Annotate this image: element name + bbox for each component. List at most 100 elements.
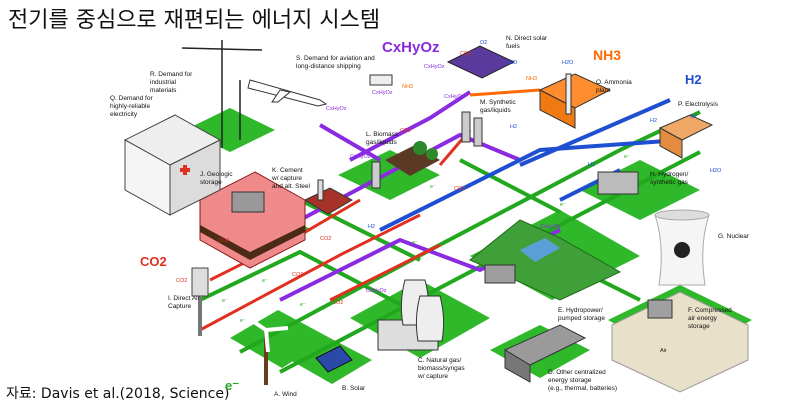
flow-label-e: e⁻ — [240, 318, 246, 324]
node-j-line-1: J. Geologic — [200, 171, 233, 178]
node-l-label: L. Biomass gas/liquids — [366, 131, 400, 146]
hydrogen-plant — [597, 171, 639, 195]
node-l-line-1: L. Biomass — [366, 131, 399, 138]
node-k-line-2: w/ capture — [271, 175, 302, 182]
hospital-building — [123, 114, 222, 216]
node-f-label: F. Compressed air energy storage — [688, 307, 734, 330]
direct-air-capture — [191, 267, 209, 336]
flow-label-h2: H2 — [650, 118, 657, 124]
flow-label-e: e⁻ — [624, 154, 630, 160]
biomass-plant — [371, 141, 440, 189]
node-c-line-2: biomass/syngas — [418, 365, 465, 372]
flow-label-co2: CO2 — [292, 272, 303, 278]
flow-label-h2o: H2O — [562, 60, 574, 66]
flow-label-e: e⁻ — [560, 202, 566, 208]
node-k-line-1: K. Cement — [272, 167, 303, 174]
node-g-label: G. Nuclear — [718, 233, 750, 240]
node-q-line-1: Q. Demand for — [110, 95, 153, 102]
airplane — [247, 79, 328, 107]
cxhyoz-carrier-label: CxHyOz — [382, 39, 440, 56]
flow-labels: CO2 CO2 CO2 CO2 CO2 CO2 CO2 CO2 CxHyOz C… — [176, 40, 722, 354]
node-h-line-1: H. Hydrogen/ — [650, 171, 688, 178]
flow-label-h2: H2 — [368, 224, 375, 230]
node-s-label: S. Demand for aviation and long-distance… — [296, 55, 377, 70]
node-s-line-1: S. Demand for aviation and — [296, 55, 375, 62]
node-r-line-3: materials — [150, 87, 177, 94]
flow-label-h2o: H2O — [506, 60, 518, 66]
nh3-carrier-label: NH3 — [593, 47, 621, 63]
flow-label-cxhyoz: CxHyOz — [350, 154, 371, 160]
h2-carrier-label: H2 — [685, 72, 702, 87]
node-j-label: J. Geologic storage — [200, 171, 234, 186]
hydropower-mountain — [469, 219, 622, 301]
node-k-label: K. Cement w/ capture and alt. Steel — [271, 167, 310, 190]
flow-label-o2: O2 — [480, 40, 487, 46]
node-d-line-2: energy storage — [548, 377, 592, 384]
flow-label-cxhyoz: CxHyOz — [444, 94, 465, 100]
compressed-air-storage — [611, 291, 749, 393]
flow-label-e: e⁻ — [412, 240, 418, 246]
solar-fuels-panel — [446, 45, 516, 79]
cement-plant — [303, 179, 354, 215]
node-o-line-2: plant — [596, 87, 610, 94]
page-title: 전기를 중심으로 재편되는 에너지 시스템 — [8, 8, 381, 33]
node-h-line-2: synthetic gas — [650, 179, 689, 186]
flow-label-co2: CO2 — [454, 186, 465, 192]
node-c-line-1: C. Natural gas/ — [418, 357, 462, 364]
flow-label-cxhyoz: CxHyOz — [326, 106, 347, 112]
node-r-label: R. Demand for industrial materials — [150, 71, 194, 94]
flow-label-e: e⁻ — [222, 298, 228, 304]
node-j-line-2: storage — [200, 179, 222, 186]
node-f-line-2: air energy — [688, 315, 718, 322]
natural-gas-plant — [377, 279, 445, 351]
node-f-line-1: F. Compressed — [688, 307, 732, 314]
node-k-line-3: and alt. Steel — [272, 183, 310, 190]
ammonia-lines — [469, 88, 541, 97]
node-labels: A. Wind B. Solar C. Natural gas/ biomass… — [110, 35, 750, 398]
node-n-label: N. Direct solar fuels — [506, 35, 549, 50]
node-m-label: M. Synthetic gas/liquids — [480, 99, 518, 114]
node-d-label: D. Other centralized energy storage (e.g… — [548, 369, 617, 392]
flow-label-e: e⁻ — [430, 184, 436, 190]
flow-label-o2: O2 — [690, 114, 697, 120]
flow-label-co2: CO2 — [320, 236, 331, 242]
node-o-line-1: O. Ammonia — [596, 79, 632, 86]
flow-label-h2o: H2O — [710, 168, 722, 174]
construction-crane — [181, 40, 263, 148]
node-n-line-2: fuels — [506, 43, 520, 50]
geologic-storage — [199, 171, 306, 269]
flow-label-co2: CO2 — [176, 278, 187, 284]
flow-label-cxhyoz: CxHyOz — [366, 288, 387, 294]
flow-label-e: e⁻ — [300, 302, 306, 308]
node-b-label: B. Solar — [342, 385, 366, 392]
node-r-line-1: R. Demand for — [150, 71, 193, 78]
node-d-line-1: D. Other centralized — [548, 369, 606, 376]
electricity-carrier-label: e⁻ — [225, 378, 239, 393]
flow-label-h2: H2 — [588, 162, 595, 168]
node-q-line-3: electricity — [110, 111, 138, 118]
node-e-line-2: pumped storage — [558, 315, 605, 322]
co2-carrier-label: CO2 — [140, 254, 167, 269]
node-i-label: I. Direct Air Capture — [168, 295, 202, 310]
source-citation: 자료: Davis et al.(2018, Science) — [6, 386, 230, 402]
node-p-label: P. Electrolysis — [678, 101, 719, 108]
hydrocarbon-lines — [279, 90, 561, 302]
node-m-line-2: gas/liquids — [480, 107, 511, 114]
flow-label-h2: H2 — [510, 124, 517, 130]
storage-container — [503, 324, 587, 383]
node-s-line-2: long-distance shipping — [296, 63, 361, 70]
flow-label-co2: CO2 — [400, 128, 411, 134]
node-e-label: E. Hydropower/ pumped storage — [558, 307, 605, 322]
flow-label-nh3: NH3 — [402, 84, 413, 90]
ammonia-plant — [538, 73, 612, 129]
node-m-line-1: M. Synthetic — [480, 99, 517, 106]
node-i-line-2: Capture — [168, 303, 192, 310]
node-l-line-2: gas/liquids — [366, 139, 397, 146]
node-e-line-1: E. Hydropower/ — [558, 307, 603, 314]
flow-label-cxhyoz: CxHyOz — [372, 90, 393, 96]
node-h-label: H. Hydrogen/ synthetic gas — [650, 171, 690, 186]
synthetic-fuel-plant — [461, 111, 483, 147]
node-n-line-1: N. Direct solar — [506, 35, 548, 42]
node-f-line-3: storage — [688, 323, 710, 330]
